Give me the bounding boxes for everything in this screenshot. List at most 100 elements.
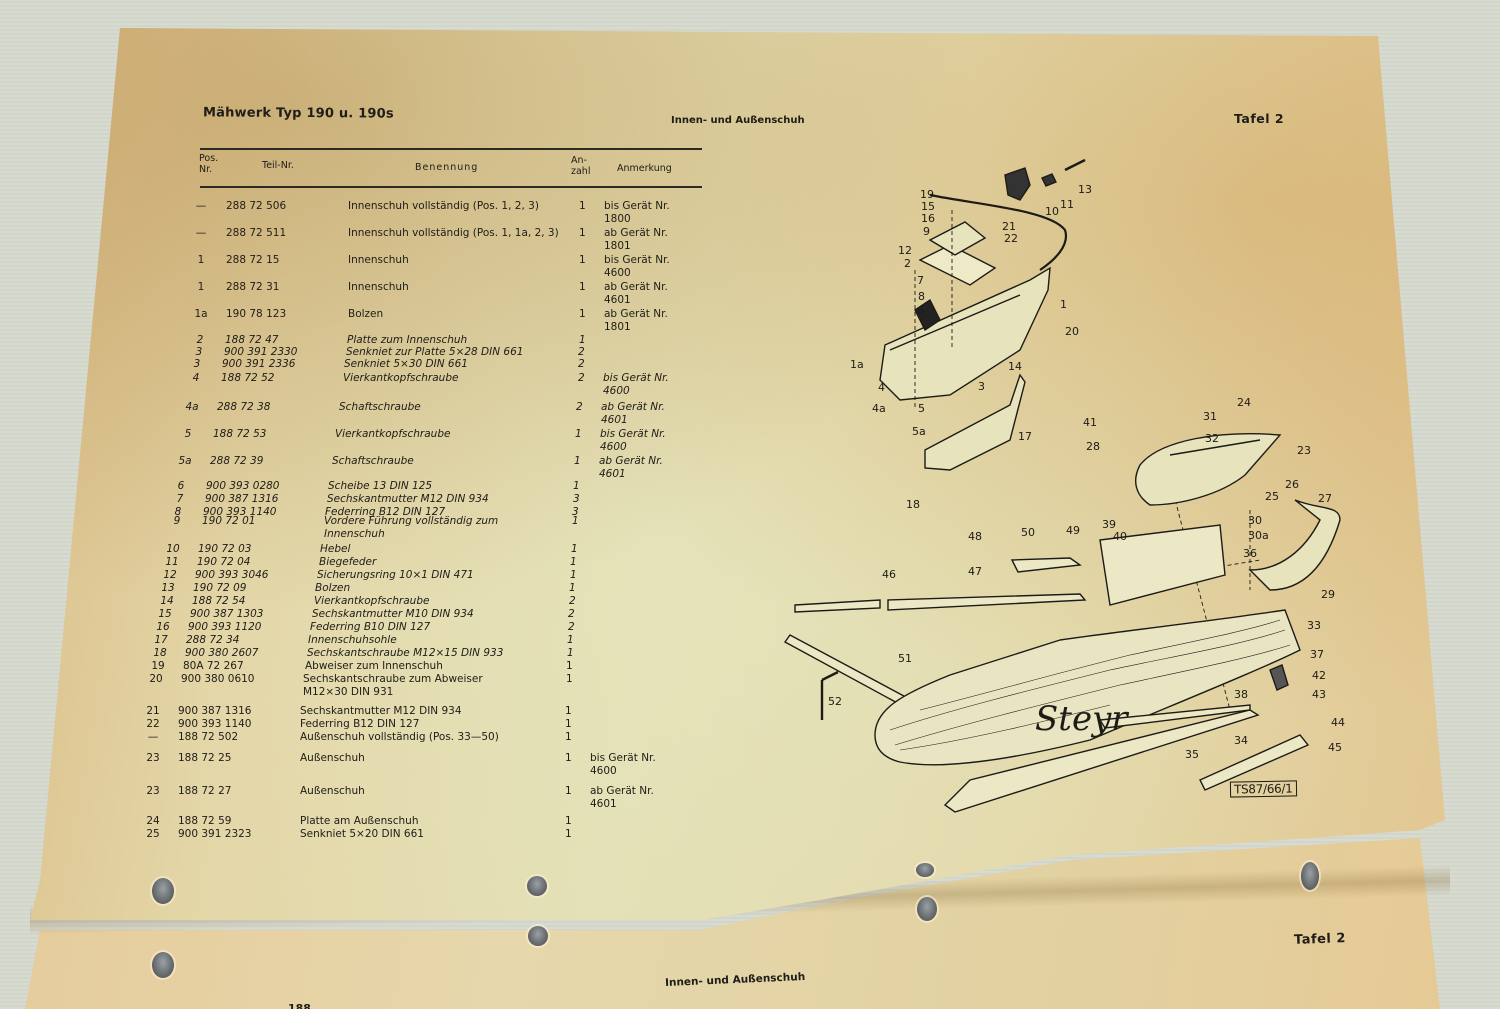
qty-cell: 1: [574, 455, 581, 467]
svg-text:28: 28: [1086, 440, 1100, 453]
name-cell: Senkniet zur Platte 5×28 DIN 661: [346, 346, 524, 358]
svg-text:49: 49: [1066, 524, 1080, 537]
qty-cell: 1: [567, 647, 574, 659]
pos-cell: 4a: [185, 401, 199, 413]
col-header-name: Benennung: [415, 162, 479, 173]
col-header-note: Anmerkung: [617, 163, 672, 174]
name-cell: Außenschuh vollständig (Pos. 33—50): [300, 731, 499, 743]
name-cell: Sechskantmutter M10 DIN 934: [312, 608, 474, 620]
pos-cell: 5: [184, 428, 192, 440]
qty-cell: 1: [569, 582, 576, 594]
svg-text:16: 16: [921, 212, 935, 225]
name-cell: Schaftschraube: [332, 455, 414, 467]
pos-cell: 21: [146, 705, 160, 717]
svg-text:44: 44: [1331, 716, 1345, 729]
svg-text:51: 51: [898, 652, 912, 665]
svg-text:30a: 30a: [1248, 529, 1269, 542]
plate-number: Tafel 2: [1234, 111, 1285, 126]
punch-hole: [152, 878, 174, 904]
svg-text:30: 30: [1248, 514, 1262, 527]
svg-text:5a: 5a: [912, 425, 926, 438]
note-cell: ab Gerät Nr. 4601: [604, 281, 668, 306]
qty-cell: 1: [579, 308, 586, 320]
svg-text:13: 13: [1078, 183, 1092, 196]
part-number-cell: 900 391 2323: [178, 828, 252, 840]
svg-text:41: 41: [1083, 416, 1097, 429]
punch-hole: [1301, 862, 1319, 890]
svg-text:29: 29: [1321, 588, 1335, 601]
part-number-cell: 190 72 03: [198, 543, 252, 555]
svg-text:35: 35: [1185, 748, 1199, 761]
name-cell: Innenschuh: [348, 281, 409, 293]
pos-cell: 18: [153, 647, 167, 659]
punch-hole: [527, 876, 547, 896]
name-cell: Scheibe 13 DIN 125: [328, 480, 433, 492]
name-cell: Außenschuh: [300, 785, 365, 797]
pos-cell: 7: [176, 493, 184, 505]
col-header-pos: Pos. Nr.: [199, 153, 219, 175]
pos-cell: 3: [195, 346, 203, 358]
qty-cell: 2: [576, 401, 583, 413]
pos-cell: 1: [197, 254, 205, 266]
part-number-cell: 900 393 1140: [203, 506, 277, 518]
punch-hole: [916, 863, 934, 877]
note-cell: bis Gerät Nr. 4600: [600, 428, 666, 453]
drawing-reference-code: TS87/66/1: [1229, 780, 1297, 798]
part-number-cell: 188 72 47: [225, 334, 279, 346]
pos-cell: 25: [146, 828, 160, 840]
part-number-cell: 900 380 0610: [181, 673, 255, 685]
pos-cell: 3: [193, 358, 201, 370]
svg-text:2: 2: [904, 257, 911, 270]
qty-cell: 1: [565, 828, 572, 840]
svg-text:8: 8: [918, 290, 925, 303]
part-number-cell: 900 387 1316: [178, 705, 252, 717]
pos-cell: —: [195, 200, 207, 212]
name-cell: Federring B10 DIN 127: [310, 621, 431, 633]
next-page-partial-number: 188: [288, 1002, 311, 1009]
name-cell: Federring B12 DIN 127: [300, 718, 420, 730]
qty-cell: 1: [565, 785, 572, 797]
svg-text:7: 7: [917, 274, 924, 287]
svg-text:36: 36: [1243, 547, 1257, 560]
part-number-cell: 900 393 1140: [178, 718, 252, 730]
part-number-cell: 188 72 27: [178, 785, 232, 797]
pos-cell: 14: [160, 595, 174, 607]
pos-cell: —: [195, 227, 207, 239]
pos-cell: 1a: [194, 308, 208, 320]
name-cell: Außenschuh: [300, 752, 365, 764]
qty-cell: 1: [579, 281, 586, 293]
svg-text:32: 32: [1205, 432, 1219, 445]
name-cell: Vierkantkopfschraube: [343, 372, 459, 384]
name-cell: Sechskantschraube zum Abweiser M12×30 DI…: [303, 673, 483, 698]
punch-hole: [917, 897, 937, 921]
name-cell: Innenschuhsohle: [308, 634, 397, 646]
note-cell: ab Gerät Nr. 4601: [590, 785, 654, 810]
svg-text:12: 12: [898, 244, 912, 257]
qty-cell: 1: [565, 815, 572, 827]
svg-text:38: 38: [1234, 688, 1248, 701]
svg-text:5: 5: [918, 402, 925, 415]
note-cell: bis Gerät Nr. 1800: [604, 200, 670, 225]
part-number-cell: 900 393 0280: [206, 480, 280, 492]
svg-text:22: 22: [1004, 232, 1018, 245]
svg-text:34: 34: [1234, 734, 1248, 747]
pos-cell: —: [147, 731, 159, 743]
name-cell: Senkniet 5×30 DIN 661: [344, 358, 468, 370]
part-number-cell: 288 72 15: [226, 254, 280, 266]
part-number-cell: 188 72 54: [192, 595, 246, 607]
svg-text:39: 39: [1102, 518, 1116, 531]
part-number-cell: 900 391 2330: [224, 346, 298, 358]
qty-cell: 1: [570, 569, 577, 581]
name-cell: Platte zum Innenschuh: [347, 334, 468, 346]
qty-cell: 1: [575, 428, 582, 440]
name-cell: Hebel: [320, 543, 351, 555]
pos-cell: 23: [146, 785, 160, 797]
table-top-rule: [200, 148, 702, 150]
qty-cell: 1: [579, 200, 586, 212]
part-number-cell: 900 391 2336: [222, 358, 296, 370]
qty-cell: 2: [578, 358, 585, 370]
svg-text:1: 1: [1060, 298, 1067, 311]
svg-text:19: 19: [920, 188, 934, 201]
svg-text:50: 50: [1021, 526, 1035, 539]
svg-text:25: 25: [1265, 490, 1279, 503]
